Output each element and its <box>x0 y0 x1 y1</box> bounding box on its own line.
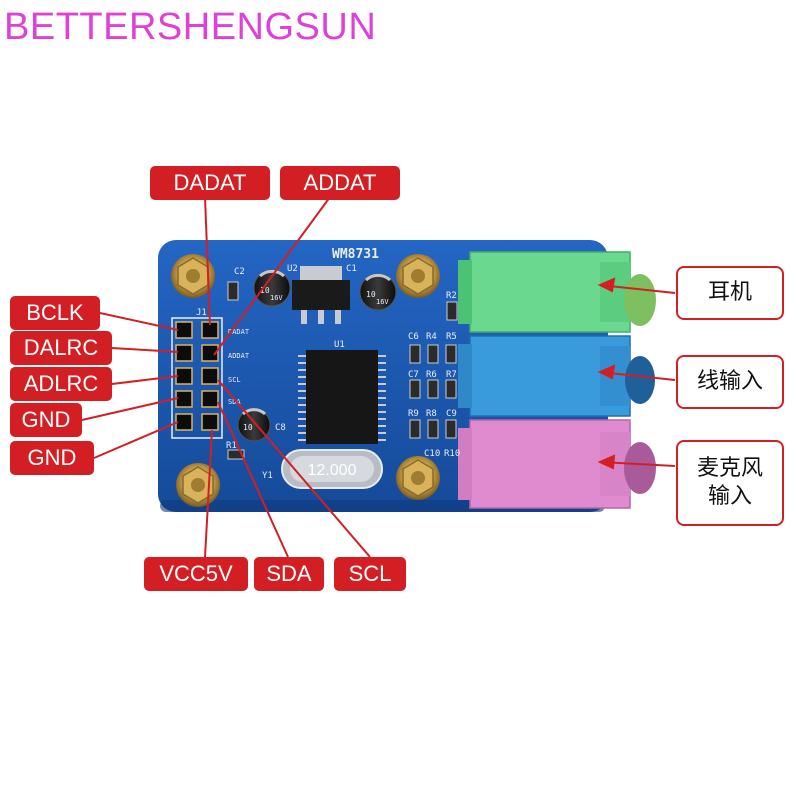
silk-c6: C6 <box>408 332 419 342</box>
silk-r6: R6 <box>426 370 437 380</box>
label-mic-in-line1: 麦克风 <box>696 456 763 481</box>
silk-c2: C2 <box>234 267 245 277</box>
silk-c9: C9 <box>446 409 457 419</box>
silk-r4: R4 <box>426 332 437 342</box>
silk-r5: R5 <box>446 332 457 342</box>
silk-r7: R7 <box>446 370 457 380</box>
pin-tag-sda: SDA <box>254 557 324 591</box>
silk-r9: R9 <box>408 409 419 419</box>
silk-r2: R2 <box>446 291 457 301</box>
cap-label: 10 <box>243 423 253 432</box>
silk-c10: C10 <box>424 449 440 459</box>
codec-chip-u1 <box>298 350 386 444</box>
jack-line-in <box>458 335 655 417</box>
silk-r1: R1 <box>226 441 237 451</box>
pin-tag-vcc5v: VCC5V <box>144 557 248 591</box>
label-line-in: 线输入 <box>676 355 784 409</box>
cap-label: 10 <box>366 290 376 299</box>
silk-r8: R8 <box>426 409 437 419</box>
capacitor-c1 <box>359 273 397 311</box>
label-line-in-text: 线输入 <box>696 369 763 394</box>
jack-headphone <box>458 251 656 333</box>
brass-standoff <box>171 254 215 298</box>
brass-standoff <box>396 254 440 298</box>
silk-sda: SDA <box>228 398 241 406</box>
regulator-u2 <box>292 266 350 324</box>
pin-tag-dalrc: DALRC <box>10 331 112 365</box>
crystal-label: 12.000 <box>308 462 357 479</box>
pin-tag-addat: ADDAT <box>280 166 400 200</box>
silk-addat: ADDAT <box>228 352 250 360</box>
chip-name: WM8731 <box>332 247 379 262</box>
label-mic-in: 麦克风 输入 <box>676 440 784 526</box>
silk-r10: R10 <box>444 449 460 459</box>
pin-header-j1 <box>171 317 223 439</box>
silk-c1: C1 <box>346 264 357 274</box>
capacitor-c2 <box>253 269 291 307</box>
brass-standoff <box>396 456 440 500</box>
silk-dadat: DADAT <box>228 328 250 336</box>
jack-leader-lines <box>597 277 676 470</box>
pin-tag-scl: SCL <box>334 557 406 591</box>
capacitor-c8 <box>237 408 271 442</box>
brass-standoff <box>176 463 220 507</box>
silk-scl: SCL <box>228 376 241 384</box>
cap-label: 16V <box>376 298 389 306</box>
smd-components <box>227 281 458 460</box>
pin-tag-bclk: BCLK <box>10 296 100 330</box>
pin-tag-dadat: DADAT <box>150 166 270 200</box>
cap-label: 16V <box>270 294 283 302</box>
cap-label: 10 <box>260 286 270 295</box>
pin-leader-lines <box>81 196 371 558</box>
silk-y1: Y1 <box>262 471 273 481</box>
label-headphone: 耳机 <box>676 266 784 320</box>
pin-tag-gnd: GND <box>10 441 94 475</box>
silk-c8: C8 <box>275 423 286 433</box>
silk-u2: U2 <box>287 264 298 274</box>
label-headphone-text: 耳机 <box>707 280 752 305</box>
pin-tag-adlrc: ADLRC <box>10 367 112 401</box>
pin-tag-gnd: GND <box>10 403 82 437</box>
brand-text: BETTERSHENGSUN <box>4 6 377 48</box>
label-mic-in-line2: 输入 <box>707 484 752 509</box>
silk-c7: C7 <box>408 370 419 380</box>
silk-j1: J1 <box>196 308 207 318</box>
silk-u1: U1 <box>334 340 345 350</box>
crystal-y1 <box>281 449 383 489</box>
